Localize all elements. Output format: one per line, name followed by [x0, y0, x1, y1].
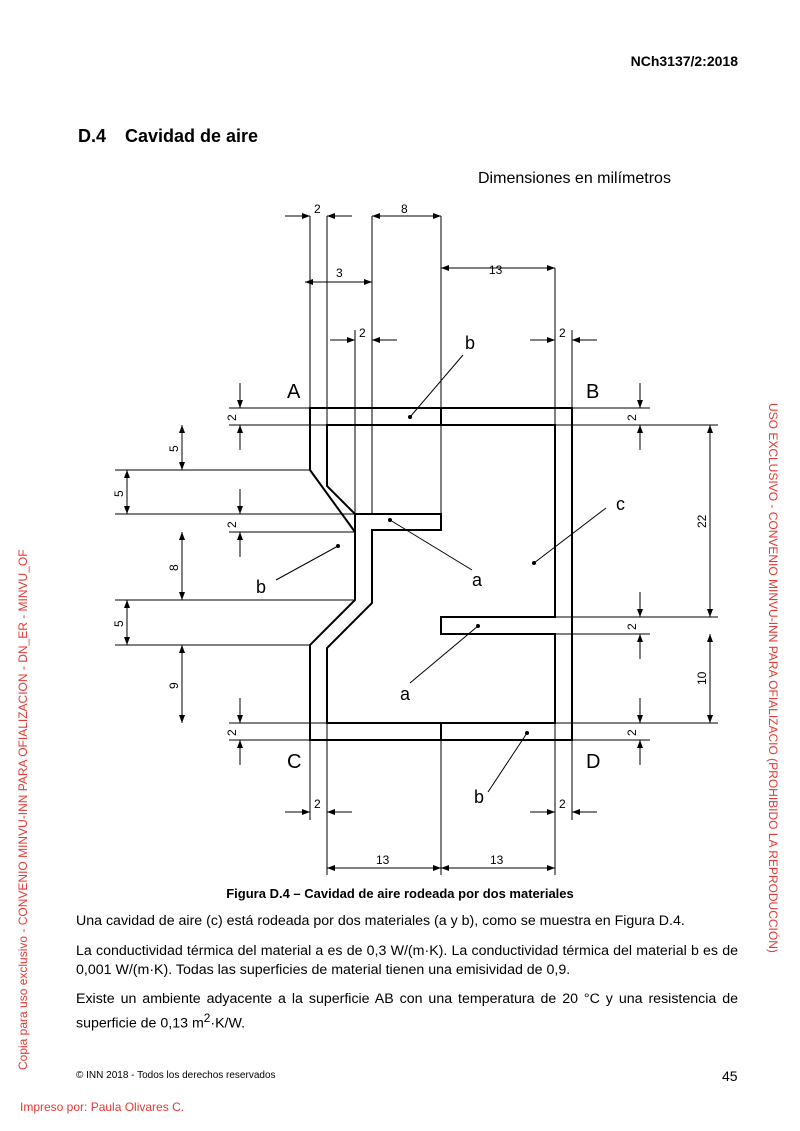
- dim-top-3: 3: [336, 266, 343, 280]
- material-label-b-bottom: b: [474, 787, 484, 807]
- document-code: NCh3137/2:2018: [630, 53, 738, 69]
- squared-superscript: 2: [203, 1011, 211, 1025]
- dim-right-22: 22: [695, 514, 709, 528]
- corner-label-d: D: [586, 751, 600, 773]
- dim-left-8: 8: [167, 564, 181, 571]
- paragraph-2: La conductividad térmica del material a …: [76, 943, 738, 978]
- dim-left-9: 9: [167, 682, 181, 689]
- dim-top-2b: 2: [359, 326, 366, 340]
- dim-left-2-top: 2: [225, 414, 239, 421]
- dim-top-2c: 2: [559, 326, 566, 340]
- dim-top-2: 2: [314, 202, 321, 216]
- dim-left-2-mid: 2: [225, 521, 239, 528]
- watermark-bottom: Impreso por: Paula Olivares C.: [20, 1100, 185, 1114]
- dim-bot-2-right: 2: [559, 797, 566, 811]
- paragraph-3-unit: ·K/W.: [210, 1015, 246, 1032]
- page-number: 45: [722, 1068, 738, 1084]
- dim-right-2-mid: 2: [625, 623, 639, 630]
- dim-right-2-bot: 2: [625, 729, 639, 736]
- dim-left-5-c: 5: [112, 620, 126, 627]
- corner-label-a: A: [287, 381, 301, 403]
- paragraph-3: Existe un ambiente adyacente a la superf…: [76, 990, 738, 1034]
- leader-dots: [336, 415, 536, 735]
- figure-drawing: A B C D b a c b a b 2 8 3 13 2 2 2 5 5 2…: [112, 202, 718, 875]
- material-label-a-lower: a: [400, 684, 411, 704]
- material-label-b-left: b: [256, 577, 266, 597]
- dim-right-2-top: 2: [625, 414, 639, 421]
- extension-lines: [115, 216, 718, 875]
- watermark-left: Copia para uso exclusivo - CONVENIO MINV…: [16, 549, 30, 1070]
- material-label-b-top: b: [465, 333, 475, 353]
- dimension-lines: [124, 213, 713, 871]
- inner-outline: [326, 424, 556, 724]
- material-label-a-upper: a: [472, 570, 483, 590]
- footer-copyright: © INN 2018 - Todos los derechos reservad…: [76, 1070, 276, 1081]
- dim-left-5-b: 5: [112, 490, 126, 497]
- material-label-c: c: [616, 494, 625, 514]
- dim-left-5-a: 5: [167, 445, 181, 452]
- dim-bot-13-left: 13: [376, 853, 390, 867]
- section-number: D.4: [78, 126, 107, 146]
- paragraph-3-text: Existe un ambiente adyacente a la superf…: [76, 991, 738, 1032]
- section-title: Cavidad de aire: [125, 126, 259, 146]
- figure-caption: Figura D.4 – Cavidad de aire rodeada por…: [226, 886, 574, 901]
- corner-label-b: B: [586, 381, 599, 403]
- dim-top-13: 13: [489, 263, 503, 277]
- corner-label-c: C: [287, 751, 301, 773]
- leader-lines: [275, 354, 607, 793]
- section-heading: D.4 Cavidad de aire: [78, 126, 258, 147]
- watermark-right: USO EXCLUSIVO - CONVENIO MINVU-INN PARA …: [766, 403, 780, 953]
- dim-bot-13-right: 13: [490, 853, 504, 867]
- paragraph-1: Una cavidad de aire (c) está rodeada por…: [76, 913, 685, 929]
- dim-top-8: 8: [401, 202, 408, 216]
- units-note: Dimensiones en milímetros: [478, 170, 671, 187]
- dim-bot-2-left: 2: [314, 797, 321, 811]
- dim-left-2-bot: 2: [225, 729, 239, 736]
- dim-right-10: 10: [695, 671, 709, 685]
